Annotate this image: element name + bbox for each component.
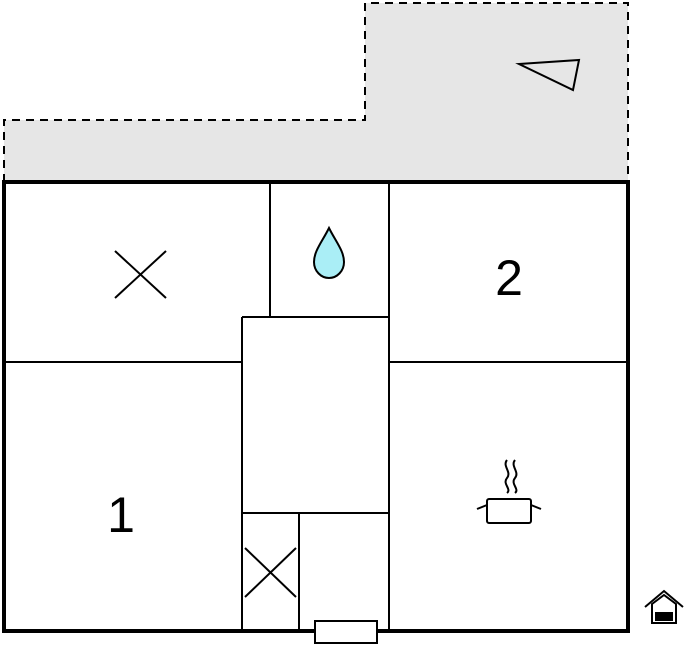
terrace-outline [3, 2, 629, 183]
house-entrance-icon [644, 589, 684, 624]
room-bedroom-1: 1 [107, 487, 135, 543]
cooking-pot-icon [476, 459, 542, 524]
x-mark-icon [244, 547, 297, 598]
room-number-1: 1 [107, 487, 135, 543]
room-storage [114, 250, 167, 299]
room-entrance [314, 620, 378, 644]
entrance-door [314, 620, 378, 644]
room-number-2: 2 [495, 250, 523, 306]
room-kitchen [476, 459, 542, 524]
room-bathroom [312, 225, 346, 280]
x-mark-icon [114, 250, 167, 299]
outer-walls [2, 180, 630, 633]
water-drop-icon [312, 225, 346, 280]
room-storage-small [244, 547, 297, 598]
direction-triangle-icon [515, 58, 581, 92]
terrace [3, 2, 629, 183]
room-bedroom-2: 2 [495, 250, 523, 306]
interior-walls [4, 182, 628, 631]
